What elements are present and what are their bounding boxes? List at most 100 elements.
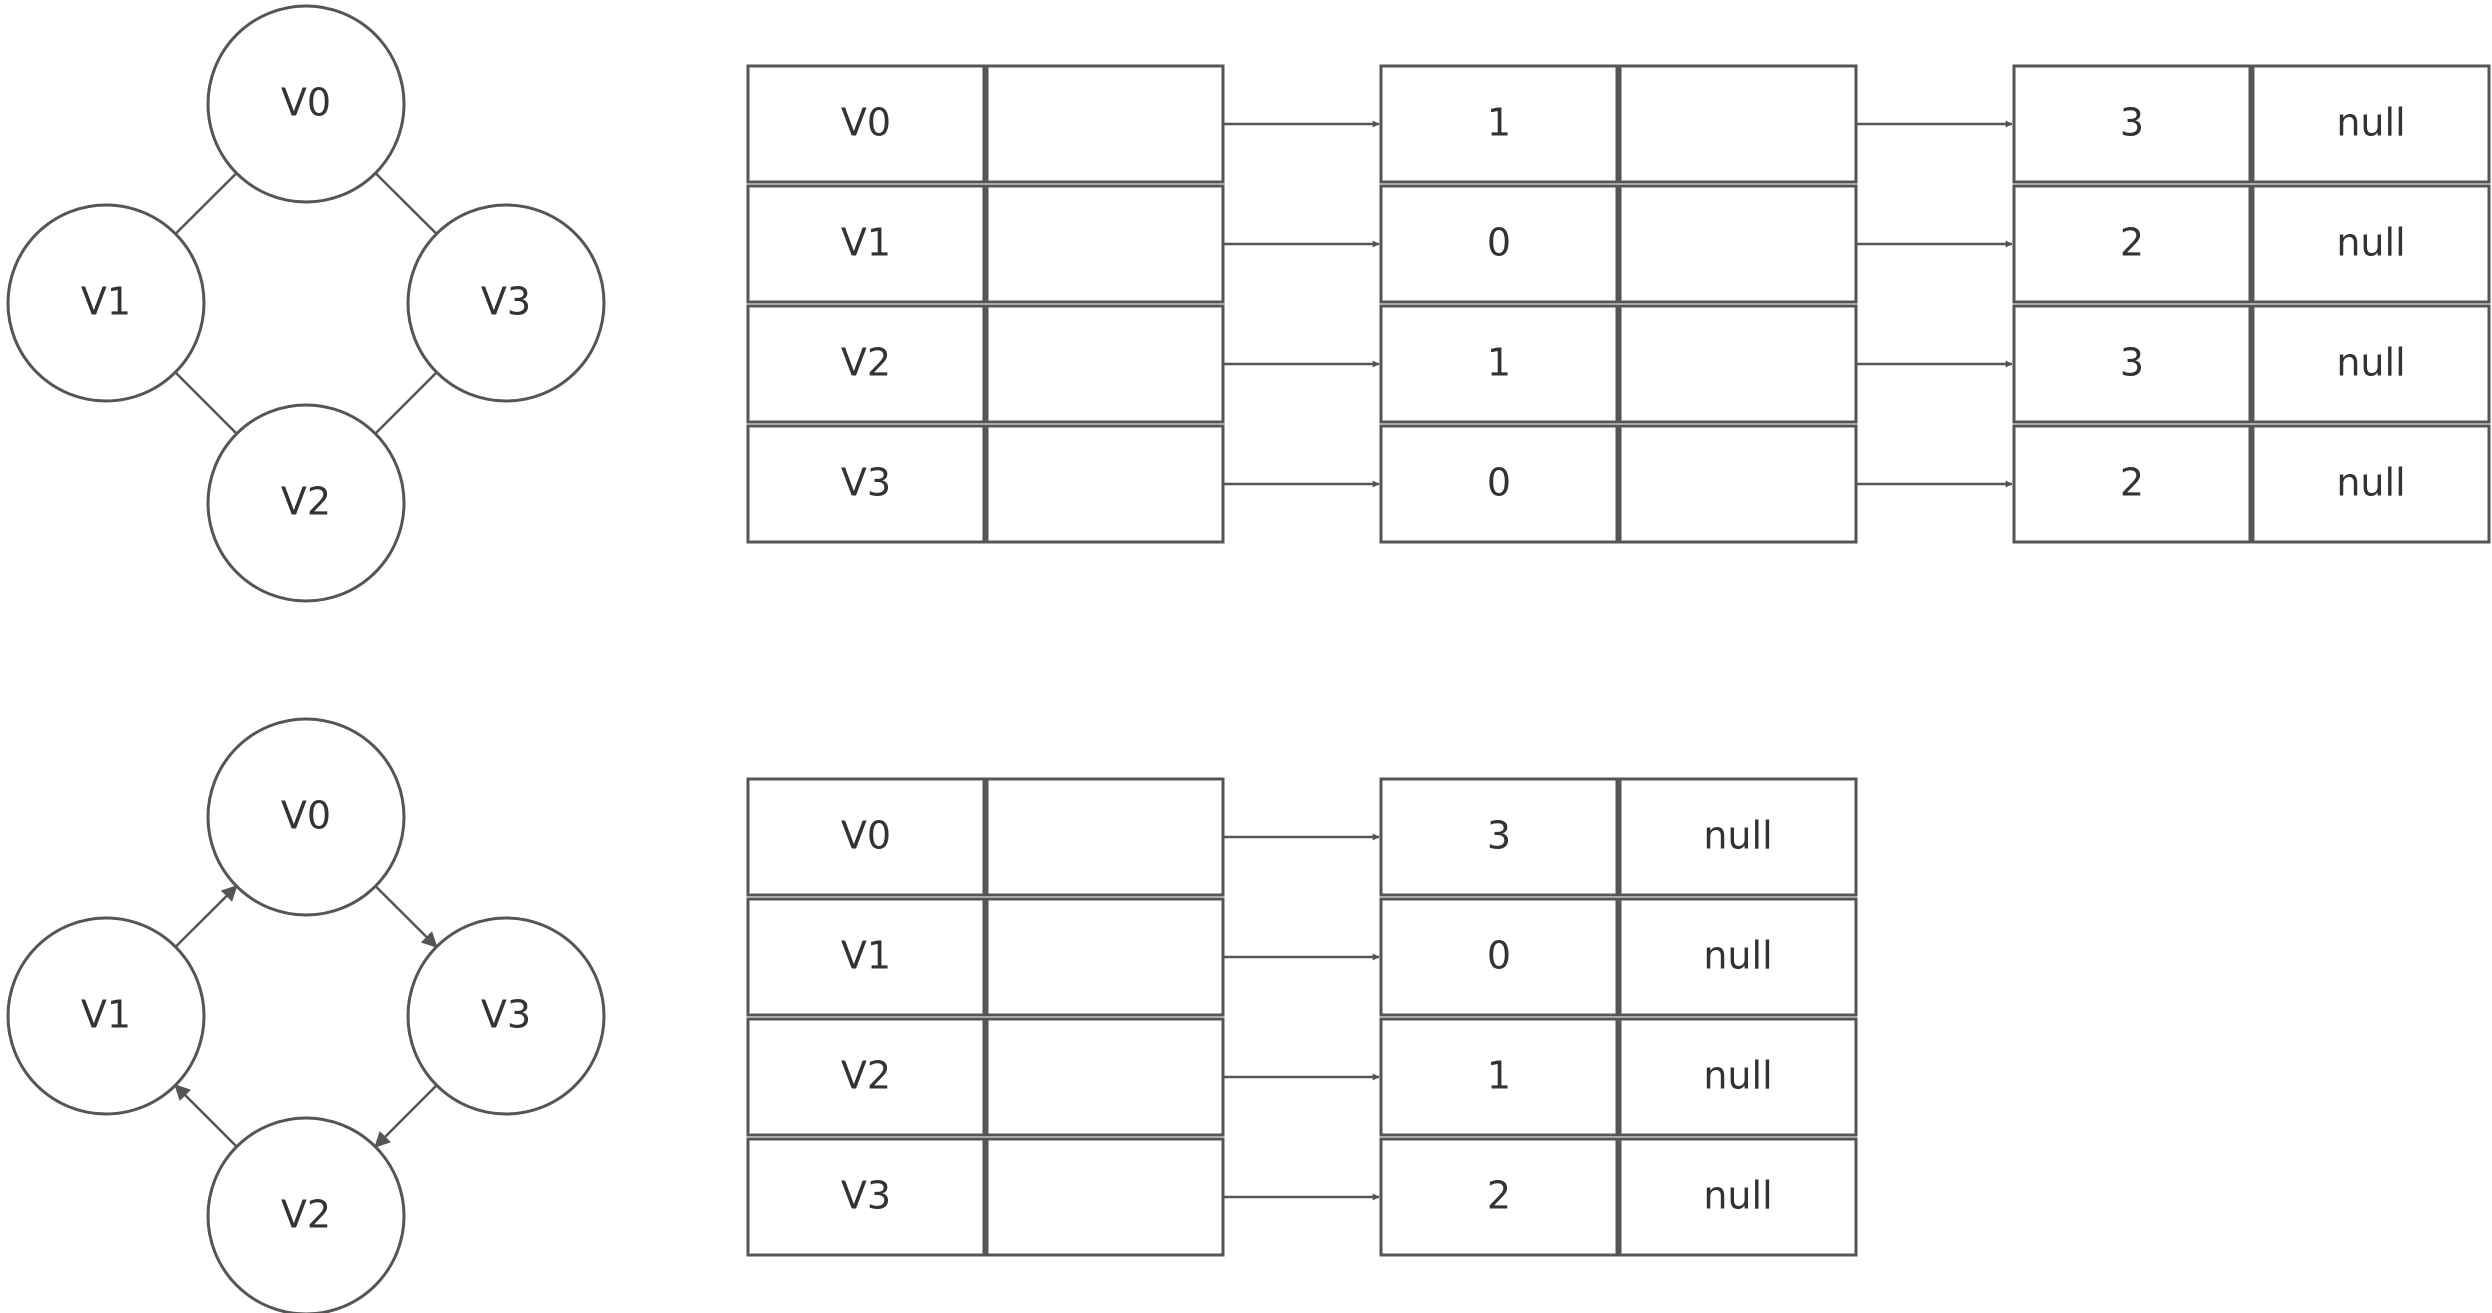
adjacent-index-label: 2 [1487, 1174, 1511, 1218]
head-vertex-label: V2 [841, 341, 891, 385]
vertex-label: V0 [281, 81, 331, 125]
edge-v0-v3 [374, 885, 438, 949]
adjacent-index-cell [2012, 184, 2252, 304]
adjacent-index-label: 3 [2120, 341, 2144, 385]
vertex-v2: V2 [206, 1116, 406, 1313]
list-row-v3: V3 0 2 null [746, 424, 2491, 544]
next-pointer-label: null [2336, 221, 2405, 265]
adjacent-index-cell [1379, 304, 1619, 424]
head-vertex-label: V0 [841, 814, 891, 858]
next-pointer-label: null [1703, 934, 1772, 978]
vertex-circle [206, 1116, 406, 1313]
vertex-v2: V2 [206, 403, 406, 603]
vertex-v3: V3 [406, 203, 606, 403]
adjacent-index-label: 1 [1487, 101, 1511, 145]
vertex-label: V1 [81, 280, 131, 324]
vertex-label: V2 [281, 1193, 331, 1237]
adjacent-index-label: 1 [1487, 1054, 1511, 1098]
head-vertex-cell [746, 897, 986, 1017]
vertex-v1: V1 [6, 203, 206, 403]
vertex-label: V3 [481, 993, 531, 1037]
next-pointer-label: null [2336, 101, 2405, 145]
vertex-circle [206, 403, 406, 603]
vertex-circle [206, 717, 406, 917]
adjacent-index-label: 0 [1487, 461, 1511, 505]
edge-v2-v1 [174, 1084, 238, 1148]
head-pointer-cell [985, 424, 1225, 544]
adjacent-index-cell [1379, 1017, 1619, 1137]
vertex-v0: V0 [206, 4, 406, 204]
adjacent-index-label: 2 [2120, 221, 2144, 265]
head-vertex-cell [746, 424, 986, 544]
vertex-v0: V0 [206, 717, 406, 917]
adjacent-index-cell [1379, 184, 1619, 304]
edge-v0-v3 [374, 172, 438, 235]
adjacent-index-cell [2012, 304, 2252, 424]
head-vertex-cell [746, 304, 986, 424]
next-pointer-label: null [1703, 1174, 1772, 1218]
vertex-label: V0 [281, 794, 331, 838]
next-pointer-cell [1618, 304, 1858, 424]
next-pointer-cell [2251, 64, 2491, 184]
next-pointer-cell [1618, 897, 1858, 1017]
vertex-circle [406, 203, 606, 403]
next-pointer-cell [1618, 1137, 1858, 1257]
adjacent-index-label: 0 [1487, 934, 1511, 978]
next-pointer-label: null [2336, 341, 2405, 385]
adjacent-index-label: 3 [2120, 101, 2144, 145]
head-pointer-cell [985, 777, 1225, 897]
edge-v1-v0 [174, 884, 238, 948]
head-pointer-cell [985, 184, 1225, 304]
head-vertex-cell [746, 1017, 986, 1137]
head-vertex-cell [746, 64, 986, 184]
adjacent-index-cell [1379, 424, 1619, 544]
vertex-circle [406, 916, 606, 1116]
head-vertex-label: V3 [841, 1174, 891, 1218]
next-pointer-cell [1618, 424, 1858, 544]
next-pointer-cell [1618, 64, 1858, 184]
head-pointer-cell [985, 304, 1225, 424]
edge-v3-v2 [374, 1084, 438, 1148]
adjacent-index-label: 0 [1487, 221, 1511, 265]
head-vertex-label: V3 [841, 461, 891, 505]
head-vertex-label: V1 [841, 221, 891, 265]
adjacent-index-cell [1379, 777, 1619, 897]
next-pointer-cell [1618, 1017, 1858, 1137]
vertex-circle [206, 4, 406, 204]
head-pointer-cell [985, 1137, 1225, 1257]
next-pointer-cell [1618, 777, 1858, 897]
head-pointer-cell [985, 1017, 1225, 1137]
next-pointer-cell [2251, 424, 2491, 544]
vertex-v3: V3 [406, 916, 606, 1116]
next-pointer-cell [1618, 184, 1858, 304]
vertex-label: V3 [481, 280, 531, 324]
adjacent-index-label: 2 [2120, 461, 2144, 505]
head-vertex-cell [746, 1137, 986, 1257]
edge-v2-v3 [374, 371, 438, 435]
adjacent-index-cell [2012, 424, 2252, 544]
vertex-label: V2 [281, 480, 331, 524]
next-pointer-cell [2251, 304, 2491, 424]
head-vertex-label: V0 [841, 101, 891, 145]
next-pointer-label: null [2336, 461, 2405, 505]
vertex-v1: V1 [6, 916, 206, 1116]
vertex-circle [6, 203, 206, 403]
next-pointer-label: null [1703, 814, 1772, 858]
adjacent-index-cell [2012, 64, 2252, 184]
adjacent-index-cell [1379, 897, 1619, 1017]
adjacent-index-cell [1379, 1137, 1619, 1257]
vertex-circle [6, 916, 206, 1116]
list-row-v0: V0 1 3 null [746, 64, 2491, 184]
next-pointer-cell [2251, 184, 2491, 304]
adjacent-index-label: 1 [1487, 341, 1511, 385]
head-pointer-cell [985, 64, 1225, 184]
vertex-label: V1 [81, 993, 131, 1037]
head-vertex-cell [746, 184, 986, 304]
